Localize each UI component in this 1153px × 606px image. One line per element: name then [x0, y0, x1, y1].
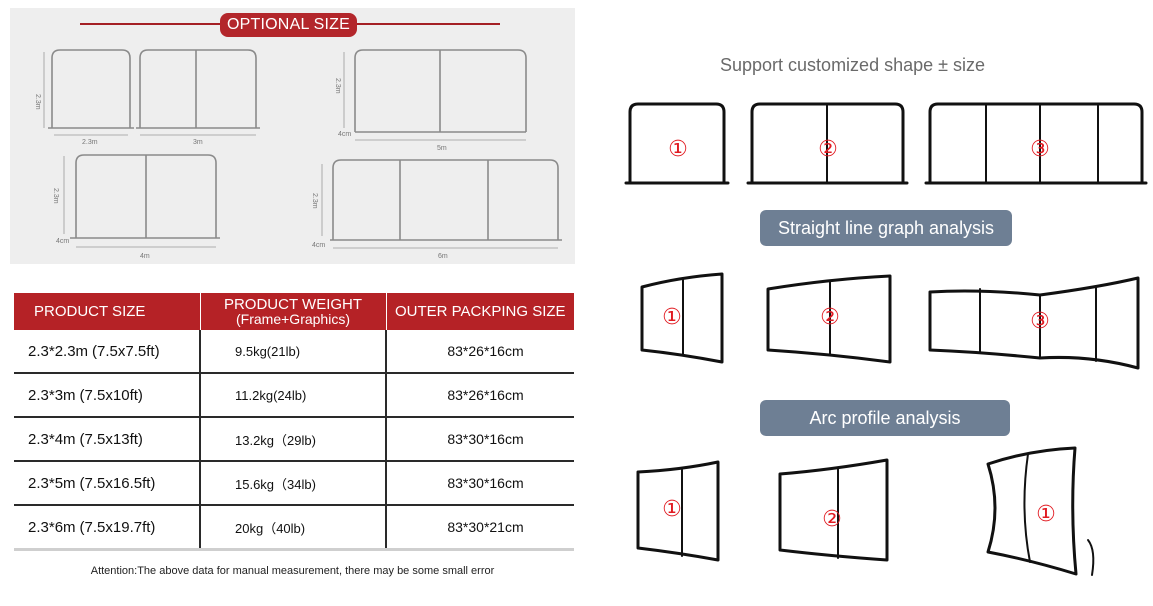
arc-shape-3-mark	[1087, 539, 1095, 576]
right-panel: ① ② ③ ① ② ③ ① ② ① Support customized sha…	[600, 0, 1153, 606]
straight-shape-1	[628, 102, 726, 185]
cell-packing-size: 83*26*16cm	[386, 373, 574, 418]
arc-shape-2	[778, 458, 889, 562]
size-feet: (7.5x19.7ft)	[79, 518, 156, 536]
frame-4m-foot-label: 4cm	[56, 238, 69, 245]
cell-product-weight: 13.2kg（29lb)	[200, 417, 387, 462]
frame-5m-foot-label: 4cm	[338, 131, 351, 138]
straight-analysis-number-2: ②	[820, 305, 840, 330]
product-size-table: PRODUCT SIZE PRODUCT WEIGHT (Frame+Graph…	[14, 293, 574, 551]
arc-profile-analysis-label: Arc profile analysis	[760, 400, 1010, 436]
cell-product-size: 2.3*4m(7.5x13ft)	[14, 417, 201, 462]
straight-analysis-shape-2	[766, 274, 892, 364]
frame-size-drawings: 2.3m 2.3m 3m 2.3m 5m 4cm 2.3m 4m 4cm 2.3…	[34, 49, 562, 260]
frame-6m-outline	[332, 159, 559, 240]
size-metric: 2.3*3m	[28, 386, 76, 404]
product-size-table-wrap: PRODUCT SIZE PRODUCT WEIGHT (Frame+Graph…	[14, 293, 574, 551]
straight-analysis-shape-3	[928, 276, 1140, 370]
straight-analysis-number-3: ③	[1030, 309, 1050, 334]
frame-4m-height-label: 2.3m	[52, 188, 59, 204]
optional-size-title: OPTIONAL SIZE	[220, 13, 357, 37]
arc-shape-3	[986, 446, 1078, 576]
cell-product-size: 2.3*5m(7.5x16.5ft)	[14, 461, 201, 506]
attention-note: Attention:The above data for manual meas…	[90, 565, 495, 577]
cell-product-weight: 11.2kg(24lb)	[200, 373, 387, 418]
frame-2-3m-height-label: 2.3m	[34, 94, 41, 110]
shape-number-3: ③	[1030, 137, 1050, 162]
shape-number-2: ②	[818, 137, 838, 162]
size-metric: 2.3*6m	[28, 518, 76, 536]
table-header-row: PRODUCT SIZE PRODUCT WEIGHT (Frame+Graph…	[14, 293, 574, 330]
table-row: 2.3*4m(7.5x13ft) 13.2kg（29lb) 83*30*16cm	[14, 417, 574, 462]
cell-product-size: 2.3*6m(7.5x19.7ft)	[14, 505, 201, 551]
frame-6m-width-label: 6m	[438, 253, 448, 260]
arc-number-2: ②	[822, 507, 842, 532]
size-metric: 2.3*4m	[28, 430, 76, 448]
cell-packing-size: 83*26*16cm	[386, 330, 574, 374]
frame-5m-width-label: 5m	[437, 145, 447, 152]
cell-product-size: 2.3*3m(7.5x10ft)	[14, 373, 201, 418]
frame-3m-outline	[139, 49, 257, 128]
header-product-weight-label: PRODUCT WEIGHT	[223, 295, 363, 313]
banner-line-right	[357, 23, 500, 25]
cell-packing-size: 83*30*16cm	[386, 417, 574, 462]
arc-number-1: ①	[662, 497, 682, 522]
straight-shape-3	[928, 102, 1144, 185]
shape-number-1: ①	[668, 137, 688, 162]
frame-6m-foot-label: 4cm	[312, 242, 325, 249]
optional-size-banner: OPTIONAL SIZE	[10, 8, 575, 42]
table-row: 2.3*3m(7.5x10ft) 11.2kg(24lb) 83*26*16cm	[14, 373, 574, 418]
header-product-weight: PRODUCT WEIGHT (Frame+Graphics)	[200, 293, 387, 330]
frame-6m-height-label: 2.3m	[311, 193, 318, 209]
size-metric: 2.3*2.3m	[28, 342, 89, 360]
header-product-weight-sub: (Frame+Graphics)	[236, 310, 350, 327]
arc-number-3: ①	[1036, 502, 1056, 527]
optional-size-area: OPTIONAL SIZE	[10, 8, 575, 264]
size-feet: (7.5x16.5ft)	[79, 474, 156, 492]
header-product-size: PRODUCT SIZE	[14, 293, 201, 330]
table-row: 2.3*6m(7.5x19.7ft) 20kg（40lb) 83*30*21cm	[14, 505, 574, 551]
arc-shape-3-divider	[1023, 453, 1031, 563]
size-feet: (7.5x7.5ft)	[92, 342, 160, 360]
cell-product-size: 2.3*2.3m(7.5x7.5ft)	[14, 330, 201, 374]
frame-4m-width-label: 4m	[140, 253, 150, 260]
cell-product-weight: 15.6kg（34lb)	[200, 461, 387, 506]
shape-sketches: ① ② ③ ① ② ③ ① ② ①	[624, 102, 1148, 576]
cell-packing-size: 83*30*21cm	[386, 505, 574, 551]
straight-line-analysis-label: Straight line graph analysis	[760, 210, 1012, 246]
table-row: 2.3*5m(7.5x16.5ft) 15.6kg（34lb) 83*30*16…	[14, 461, 574, 506]
frame-2-3m-width-label: 2.3m	[82, 139, 98, 146]
left-panel: OPTIONAL SIZE	[10, 8, 575, 577]
banner-line-left	[80, 23, 230, 25]
table-row: 2.3*2.3m(7.5x7.5ft) 9.5kg(21lb) 83*26*16…	[14, 330, 574, 374]
cell-product-weight: 9.5kg(21lb)	[200, 330, 387, 374]
frame-5m-height-label: 2.3m	[334, 78, 341, 94]
size-feet: (7.5x13ft)	[79, 430, 143, 448]
cell-packing-size: 83*30*16cm	[386, 461, 574, 506]
straight-analysis-shape-1	[640, 272, 724, 364]
cell-product-weight: 20kg（40lb)	[200, 505, 387, 551]
support-customized-title: Support customized shape ± size	[720, 55, 986, 75]
frame-3m-width-label: 3m	[193, 139, 203, 146]
frame-2-3m-outline	[51, 49, 131, 128]
arc-shape-1	[636, 460, 720, 562]
size-feet: (7.5x10ft)	[79, 386, 143, 404]
straight-analysis-number-1: ①	[662, 305, 682, 330]
header-outer-packing-size: OUTER PACKPING SIZE	[386, 293, 574, 330]
size-metric: 2.3*5m	[28, 474, 76, 492]
